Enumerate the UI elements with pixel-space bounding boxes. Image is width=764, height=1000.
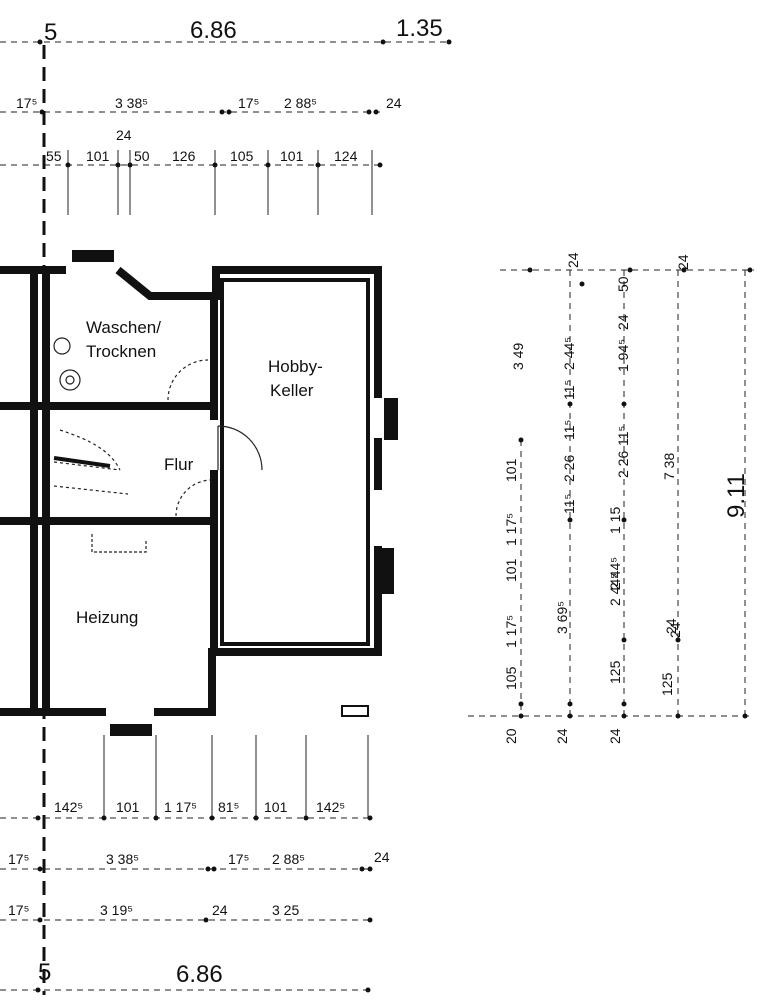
- bottom-row1-dim: 142⁵: [54, 799, 83, 815]
- bottom-row1-dim: 142⁵: [316, 799, 345, 815]
- right-col5-dim: 24: [667, 622, 683, 638]
- right-col4-dim: 24: [615, 314, 631, 330]
- room-label-trocknen: Trocknen: [86, 342, 156, 361]
- top-right-dimension: 1.35: [396, 15, 443, 42]
- right-col5-dim: 24: [663, 618, 679, 634]
- bottom-row2-dim: 24: [374, 849, 390, 865]
- room-label-keller: Keller: [270, 381, 314, 400]
- right-col1-dim: 1 17⁵: [503, 513, 519, 546]
- right-col2-dim: 3 49: [510, 343, 526, 370]
- room-label-flur: Flur: [164, 455, 194, 474]
- right-col2-dim: 24: [554, 728, 570, 744]
- right-dimension-chains: 20 105 101 1 17⁵ 1 17⁵ 101 3 49 3 69⁵ 24…: [468, 252, 754, 744]
- bottom-row1-dim: 81⁵: [218, 799, 239, 815]
- bottom-row2-dim: 17⁵: [228, 851, 249, 867]
- top-row2-dim: 105: [230, 148, 254, 164]
- right-col3-dim: 2 26: [561, 455, 577, 482]
- room-label-heizung: Heizung: [76, 608, 138, 627]
- right-col1-dim: 105: [503, 666, 519, 690]
- right-total-dimension: 9.11: [723, 473, 750, 518]
- top-row1-dim: 2 88⁵: [284, 95, 317, 111]
- right-col4-dim: 11⁵: [561, 420, 577, 440]
- right-col4-dim: 24: [675, 254, 691, 270]
- bottom-row3-dim: 24: [212, 902, 228, 918]
- top-row2-dim: 101: [280, 148, 304, 164]
- bottom-row3-dim: 3 19⁵: [100, 902, 133, 918]
- top-row1-dim: 17⁵: [238, 95, 259, 111]
- top-row1-dim: 3 38⁵: [115, 95, 148, 111]
- top-total-dimension: 6.86: [190, 17, 237, 44]
- top-axis-label: 5: [44, 19, 57, 46]
- top-row2-dim: 126: [172, 148, 196, 164]
- top-row2-dim: 55: [46, 148, 62, 164]
- right-col4-dim: 11⁵: [615, 426, 631, 446]
- right-col4-dim: 125: [607, 660, 623, 684]
- room-label-waschen: Waschen/: [86, 318, 161, 337]
- top-row2-dim: 50: [134, 148, 150, 164]
- right-col4-dim: 24: [607, 728, 623, 744]
- right-col3-dim: 24: [565, 252, 581, 268]
- bottom-dimension-chains: 142⁵ 101 1 17⁵ 81⁵ 101 142⁵ 17⁵ 3 38⁵ 17…: [0, 735, 390, 993]
- top-row2-dim: 124: [334, 148, 358, 164]
- right-col3-dim: 2 44⁵: [561, 337, 577, 370]
- right-col3-dim: 1 15: [607, 507, 623, 534]
- bottom-row2-dim: 17⁵: [8, 851, 29, 867]
- bottom-total-dimension: 6.86: [176, 961, 223, 988]
- bottom-row1-dim: 1 17⁵: [164, 799, 197, 815]
- right-col1-dim: 20: [503, 728, 519, 744]
- right-col3-dim: 2 44⁵: [607, 573, 623, 606]
- bottom-row3-dim: 3 25: [272, 902, 299, 918]
- bottom-axis-label: 5: [38, 959, 51, 986]
- top-row2-above-dim: 24: [116, 127, 132, 143]
- right-col4-dim: 1 94⁵: [615, 339, 631, 372]
- right-col4-dim: 2 44⁵: [607, 557, 623, 590]
- right-col5-dim: 125: [659, 672, 675, 696]
- top-row1-dim: 17⁵: [16, 95, 37, 111]
- bottom-row2-dim: 2 88⁵: [272, 851, 305, 867]
- top-row2-dim: 101: [86, 148, 110, 164]
- right-col4-dim: 50: [615, 276, 631, 292]
- bottom-row2-dim: 3 38⁵: [106, 851, 139, 867]
- room-labels: Waschen/ Trocknen Hobby- Keller Flur Hei…: [76, 318, 323, 627]
- floor-plan-walls: [0, 250, 398, 736]
- bottom-row1-dim: 101: [264, 799, 288, 815]
- right-col3-dim: 11⁵: [561, 494, 577, 514]
- right-col4-dim: 2 26: [615, 451, 631, 478]
- room-label-hobby: Hobby-: [268, 357, 323, 376]
- bottom-row1-dim: 101: [116, 799, 140, 815]
- top-row1-dim: 24: [386, 95, 402, 111]
- right-col1-dim: 101: [503, 458, 519, 482]
- right-col2-dim: 3 69⁵: [554, 601, 570, 634]
- top-dimension-chains: 5 6.86 1.35 17⁵ 3 38⁵ 17⁵ 2 88⁵ 24 24 55…: [0, 15, 452, 215]
- bottom-row3-dim: 17⁵: [8, 902, 29, 918]
- right-col1-dim: 1 17⁵: [503, 615, 519, 648]
- right-col1-dim: 101: [503, 558, 519, 582]
- right-col3-dim: 11⁵: [561, 380, 577, 400]
- right-col5-dim: 7 38: [661, 453, 677, 480]
